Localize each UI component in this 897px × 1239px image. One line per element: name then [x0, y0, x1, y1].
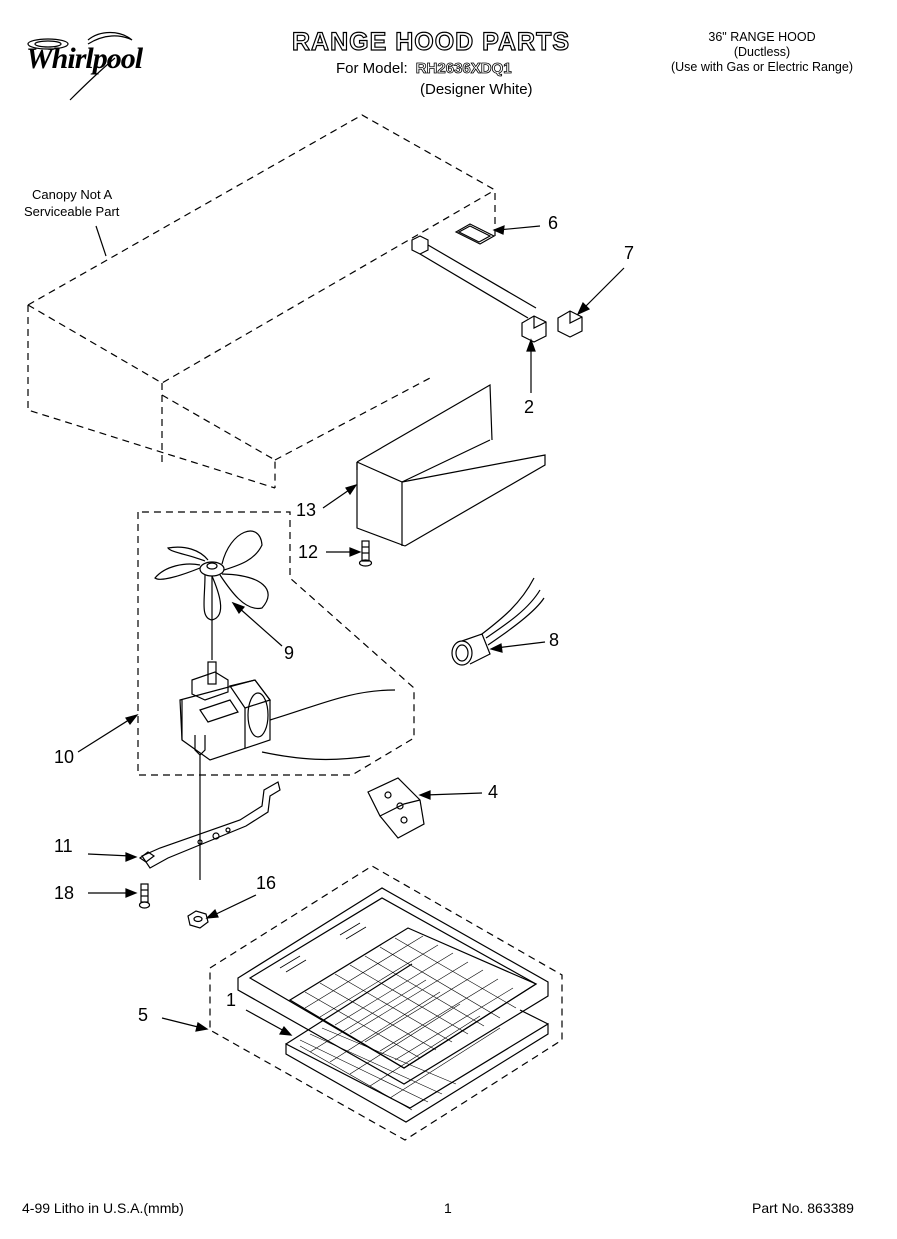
- page-title: RANGE HOOD PARTS: [291, 27, 571, 56]
- callout-13: 13: [296, 500, 317, 520]
- fan-blade: [154, 530, 269, 660]
- light-switch: [557, 310, 583, 338]
- callout-2: 2: [524, 397, 535, 417]
- screw-12: [358, 540, 373, 567]
- callout-16: 16: [256, 873, 277, 893]
- leader-1: [245, 1009, 293, 1036]
- leader-16: [205, 894, 257, 919]
- callout-11: 11: [54, 836, 73, 856]
- callout-1: 1: [226, 990, 237, 1010]
- mounting-clip: [367, 777, 425, 839]
- hood-usage: (Use with Gas or Electric Range): [670, 60, 853, 74]
- footer-page-number: 1: [444, 1200, 452, 1216]
- grease-filter: [237, 887, 549, 1085]
- blower-assembly-outline: [137, 511, 415, 776]
- leader-18: [88, 888, 138, 898]
- fan-switch: [521, 315, 547, 343]
- nut-16: [187, 910, 209, 929]
- callout-9: 9: [284, 643, 295, 663]
- leader-12: [326, 547, 362, 557]
- hood-size: 36" RANGE HOOD: [708, 30, 816, 44]
- callout-5: 5: [138, 1005, 149, 1025]
- motor-bracket: [138, 781, 281, 869]
- motor: [179, 661, 396, 880]
- leader-8: [489, 641, 546, 653]
- model-line: For Model: RH2636XDQ1: [336, 60, 512, 78]
- canopy-note-leader: [95, 225, 107, 257]
- canopy-note-line2: Serviceable Part: [24, 204, 120, 219]
- footer-part-number: Part No. 863389: [752, 1200, 854, 1216]
- filter-assembly-outline: [209, 865, 563, 1141]
- filter-mesh: [288, 927, 538, 1069]
- leader-5: [161, 1017, 209, 1032]
- callout-18: 18: [54, 883, 75, 903]
- lamp-socket: [451, 577, 545, 666]
- callout-8: 8: [549, 630, 560, 650]
- footer-litho: 4-99 Litho in U.S.A.(mmb): [22, 1200, 184, 1216]
- leader-6: [492, 225, 541, 235]
- leader-9: [231, 601, 283, 647]
- charcoal-filter: [285, 963, 549, 1123]
- leader-11: [87, 852, 138, 862]
- model-label: For Model:: [336, 60, 408, 77]
- callout-10: 10: [54, 747, 75, 767]
- hood-type: (Ductless): [733, 45, 791, 59]
- callout-leaders: [77, 225, 625, 1036]
- switch-bracket: [411, 223, 537, 319]
- leader-10: [77, 713, 139, 753]
- screw-18: [138, 883, 151, 909]
- leader-13: [322, 483, 358, 509]
- brand-logo-text: Whirlpool: [26, 42, 143, 75]
- canopy-outline: [27, 114, 496, 489]
- canopy-note-line1: Canopy Not A: [32, 187, 113, 202]
- callout-7: 7: [624, 243, 635, 263]
- light-switch-label: [454, 223, 496, 245]
- callout-12: 12: [298, 542, 319, 562]
- model-number: RH2636XDQ1: [415, 60, 512, 78]
- callout-4: 4: [488, 782, 499, 802]
- model-variant: (Designer White): [420, 81, 533, 98]
- light-housing: [356, 383, 546, 547]
- leader-7: [576, 267, 625, 316]
- leader-4: [418, 790, 483, 800]
- whirlpool-logo-icon: [27, 31, 133, 101]
- callout-6: 6: [548, 213, 559, 233]
- leader-2: [526, 338, 536, 393]
